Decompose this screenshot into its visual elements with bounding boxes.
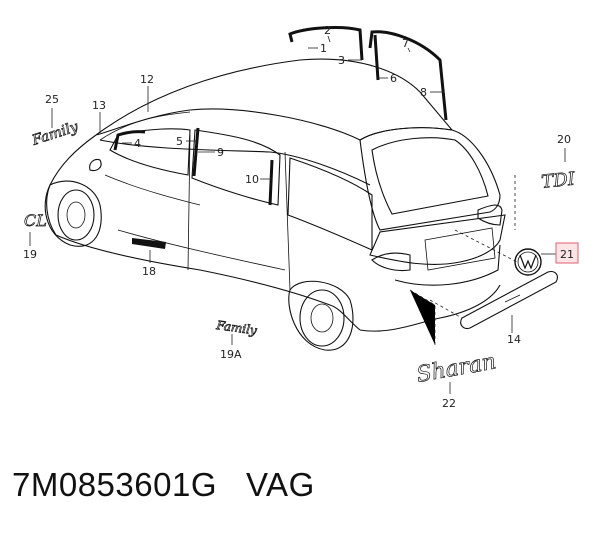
callouts: 1 2 3 4 5 6 7 8 9 10 12 13 14 18 19 19A — [23, 24, 579, 410]
tdi-badge: TDI — [540, 168, 576, 192]
callout-13: 13 — [92, 99, 106, 112]
window-seals — [113, 25, 448, 206]
family-badge-side: Family — [215, 318, 258, 338]
part-caption: 7M0853601G VAG — [12, 466, 315, 504]
rear-moulding-14 — [460, 271, 558, 329]
sharan-badge: Sharan — [415, 349, 498, 388]
reference-lines — [409, 175, 518, 345]
callout-21-highlight — [555, 242, 579, 264]
vw-emblem-icon — [514, 248, 542, 276]
callout-12: 12 — [140, 73, 154, 86]
callout-14: 14 — [507, 333, 521, 346]
parts-diagram: Family Family CL TDI Sharan 1 2 3 4 5 6 … — [23, 24, 579, 410]
callout-3: 3 — [338, 54, 345, 67]
callout-5: 5 — [176, 135, 183, 148]
callout-2: 2 — [324, 24, 331, 37]
callout-10: 10 — [245, 173, 259, 186]
callout-6: 6 — [390, 72, 397, 85]
callout-8: 8 — [420, 86, 427, 99]
callout-1: 1 — [320, 42, 327, 55]
callout-22: 22 — [442, 397, 456, 410]
side-strip-18 — [132, 238, 166, 249]
van-body — [44, 58, 506, 351]
brand-label: VAG — [246, 466, 315, 503]
family-badge-rear: Family — [29, 119, 81, 149]
callout-9: 9 — [217, 146, 224, 159]
callout-18: 18 — [142, 265, 156, 278]
callout-19: 19 — [23, 248, 37, 261]
part-number: 7M0853601G — [12, 466, 217, 503]
callout-4: 4 — [134, 137, 141, 150]
callout-20: 20 — [557, 133, 571, 146]
callout-21: 21 — [560, 248, 574, 261]
callout-19a: 19A — [220, 348, 242, 361]
callout-7: 7 — [402, 37, 409, 50]
callout-25: 25 — [45, 93, 59, 106]
cl-badge: CL — [24, 211, 47, 230]
